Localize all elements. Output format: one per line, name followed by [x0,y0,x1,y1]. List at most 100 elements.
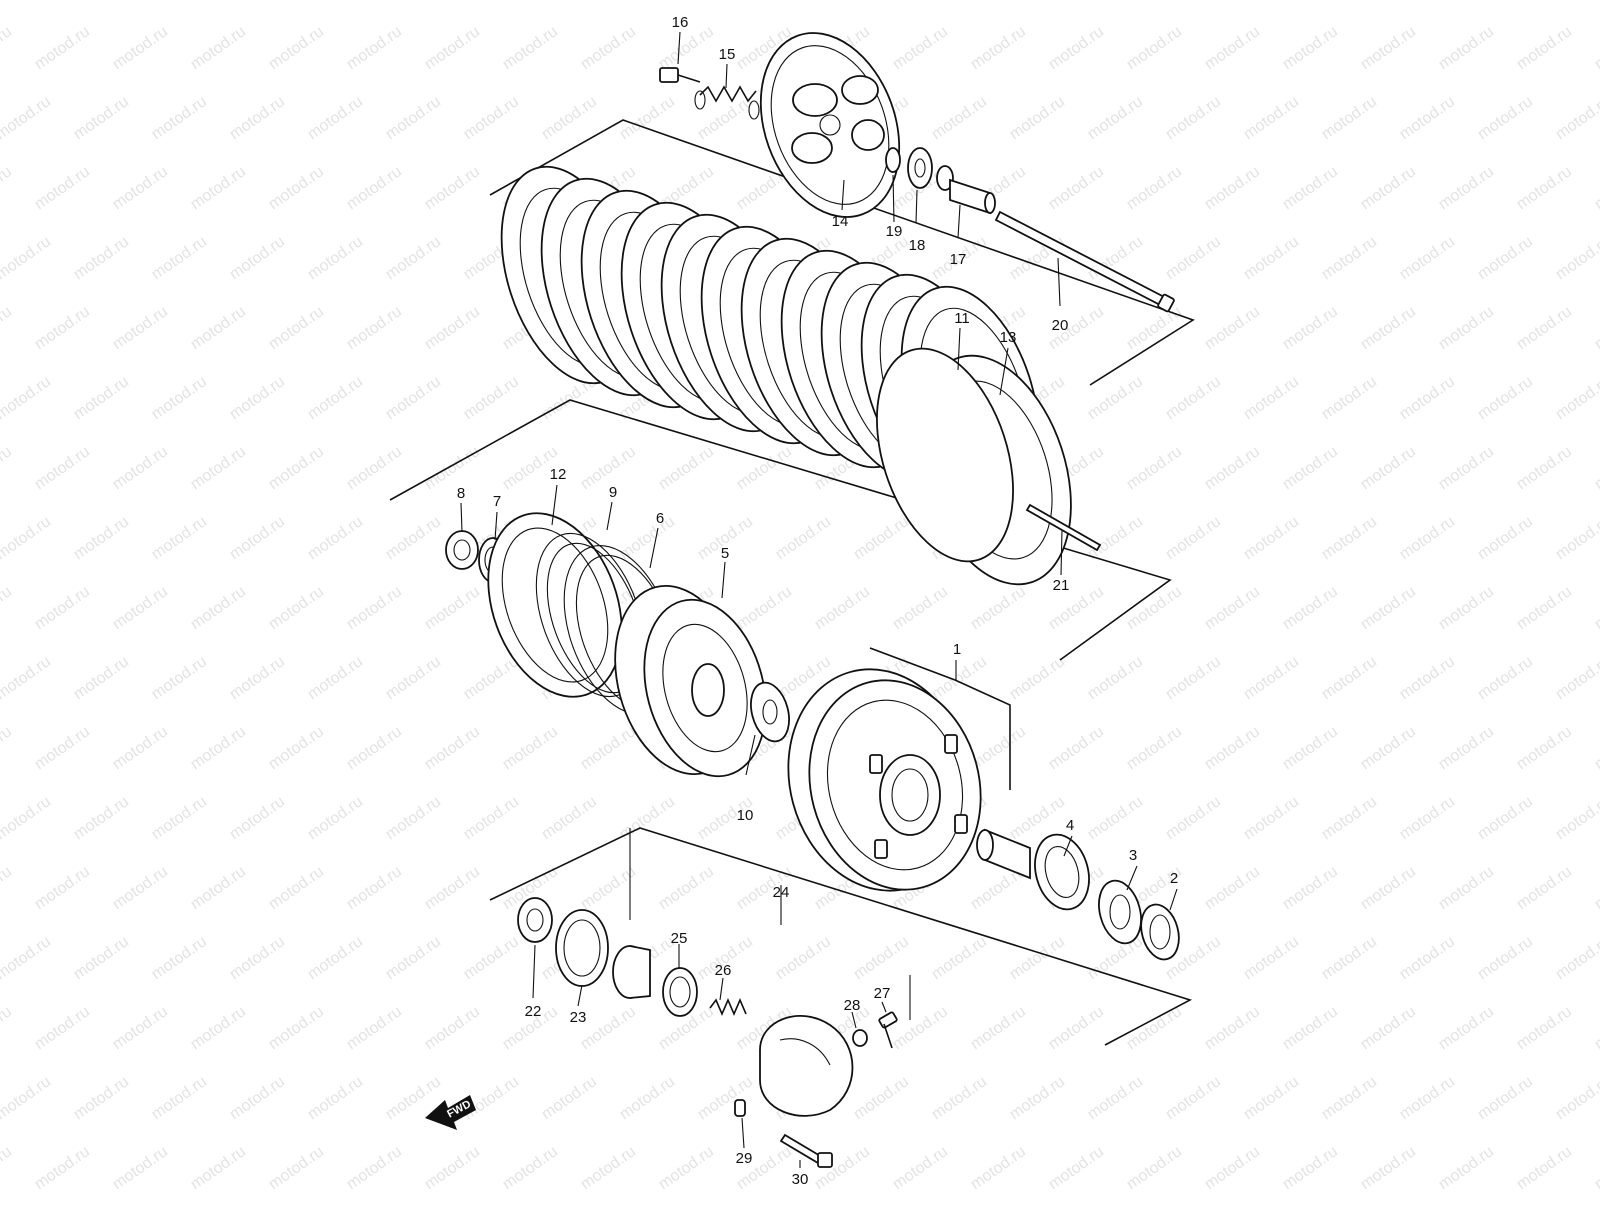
callout-17: 17 [950,251,967,268]
watermark-text: motod.ru [266,863,327,913]
watermark-text: motod.ru [1202,1003,1263,1053]
watermark-text: motod.ru [32,1003,93,1053]
watermark-text: motod.ru [1241,0,1302,3]
watermark-text: motod.ru [422,303,483,353]
watermark-text: motod.ru [149,373,210,423]
watermark-text: motod.ru [110,23,171,73]
push-pin [1025,503,1102,552]
watermark-text: motod.ru [1397,93,1458,143]
watermark-text: motod.ru [1475,93,1536,143]
watermark-text: motod.ru [1085,1073,1146,1123]
watermark-text: motod.ru [188,1003,249,1053]
watermark-text: motod.ru [1319,933,1380,983]
watermark-text: motod.ru [1358,303,1419,353]
watermark-text: motod.ru [32,723,93,773]
watermark-text: motod.ru [1007,1073,1068,1123]
watermark-text: motod.ru [71,233,132,283]
watermark-text: motod.ru [890,23,951,73]
watermark-text: motod.ru [1046,163,1107,213]
watermark-text: motod.ru [305,513,366,563]
spring-bolt [659,67,701,83]
watermark-text: motod.ru [1553,233,1600,283]
watermark-text: motod.ru [1475,793,1536,843]
oil-seal [517,897,553,943]
watermark-text: motod.ru [1397,793,1458,843]
watermark-text: motod.ru [344,583,405,633]
watermark-text: motod.ru [1514,1003,1575,1053]
watermark-text: motod.ru [188,303,249,353]
bleeder-cap [852,1029,868,1047]
watermark-text: motod.ru [266,303,327,353]
watermark-text: motod.ru [1007,0,1068,3]
watermark-text: motod.ru [617,513,678,563]
watermark-text: motod.ru [0,303,15,353]
watermark-text: motod.ru [383,793,444,843]
watermark-text: motod.ru [188,863,249,913]
watermark-text: motod.ru [578,1143,639,1193]
watermark-text: motod.ru [0,863,15,913]
watermark-text: motod.ru [1514,863,1575,913]
watermark-text: motod.ru [1397,0,1458,3]
callout-12: 12 [550,466,567,483]
watermark-text: motod.ru [1046,1143,1107,1193]
watermark-text: motod.ru [1436,1143,1497,1193]
watermark-text: motod.ru [1085,793,1146,843]
hub-thrust-washer [750,681,790,743]
watermark-text: motod.ru [500,23,561,73]
watermark-text: motod.ru [1280,443,1341,493]
watermark-text: motod.ru [1592,163,1600,213]
watermark-text: motod.ru [1124,723,1185,773]
watermark-text: motod.ru [1319,0,1380,3]
watermark-text: motod.ru [1085,0,1146,3]
callout-30: 30 [792,1171,809,1188]
watermark-text: motod.ru [890,1143,951,1193]
watermark-text: motod.ru [266,163,327,213]
release-cylinder-seal [555,909,609,987]
watermark-text: motod.ru [929,93,990,143]
bracket-housing [869,647,1011,790]
watermark-text: motod.ru [71,1073,132,1123]
hub-nut [445,530,479,570]
watermark-text: motod.ru [929,653,990,703]
watermark-text: motod.ru [1514,583,1575,633]
watermark-text: motod.ru [1553,513,1600,563]
callout-14: 14 [832,213,849,230]
watermark-text: motod.ru [1436,863,1497,913]
watermark-text: motod.ru [1007,653,1068,703]
watermark-text: motod.ru [1202,1143,1263,1193]
watermark-text: motod.ru [1553,793,1600,843]
watermark-text: motod.ru [0,1143,15,1193]
watermark-text: motod.ru [1280,163,1341,213]
watermark-text: motod.ru [890,1003,951,1053]
watermark-text: motod.ru [266,583,327,633]
watermark-text: motod.ru [1280,1143,1341,1193]
watermark-text: motod.ru [383,653,444,703]
callout-21: 21 [1053,577,1070,594]
watermark-text: motod.ru [1319,653,1380,703]
watermark-text: motod.ru [1592,723,1600,773]
watermark-text: motod.ru [773,933,834,983]
watermark-text: motod.ru [1202,303,1263,353]
watermark-text: motod.ru [1436,723,1497,773]
watermark-text: motod.ru [1280,723,1341,773]
watermark-text: motod.ru [344,723,405,773]
watermark-text: motod.ru [0,1073,54,1123]
watermark-text: motod.ru [1124,443,1185,493]
watermark-text: motod.ru [0,233,54,283]
callout-8: 8 [457,485,465,502]
watermark-text: motod.ru [851,513,912,563]
release-bearing [907,147,933,189]
watermark-text: motod.ru [1163,93,1224,143]
watermark-text: motod.ru [266,1003,327,1053]
watermark-text: motod.ru [1553,0,1600,3]
watermark-text: motod.ru [0,933,54,983]
watermark-text: motod.ru [1592,1003,1600,1053]
watermark-text: motod.ru [812,583,873,633]
callout-1: 1 [953,641,961,658]
watermark-text: motod.ru [1397,233,1458,283]
watermark-text: motod.ru [1553,1073,1600,1123]
watermark-text: motod.ru [0,0,54,3]
watermark-text: motod.ru [188,583,249,633]
watermark-text: motod.ru [227,1073,288,1123]
watermark-text: motod.ru [617,793,678,843]
